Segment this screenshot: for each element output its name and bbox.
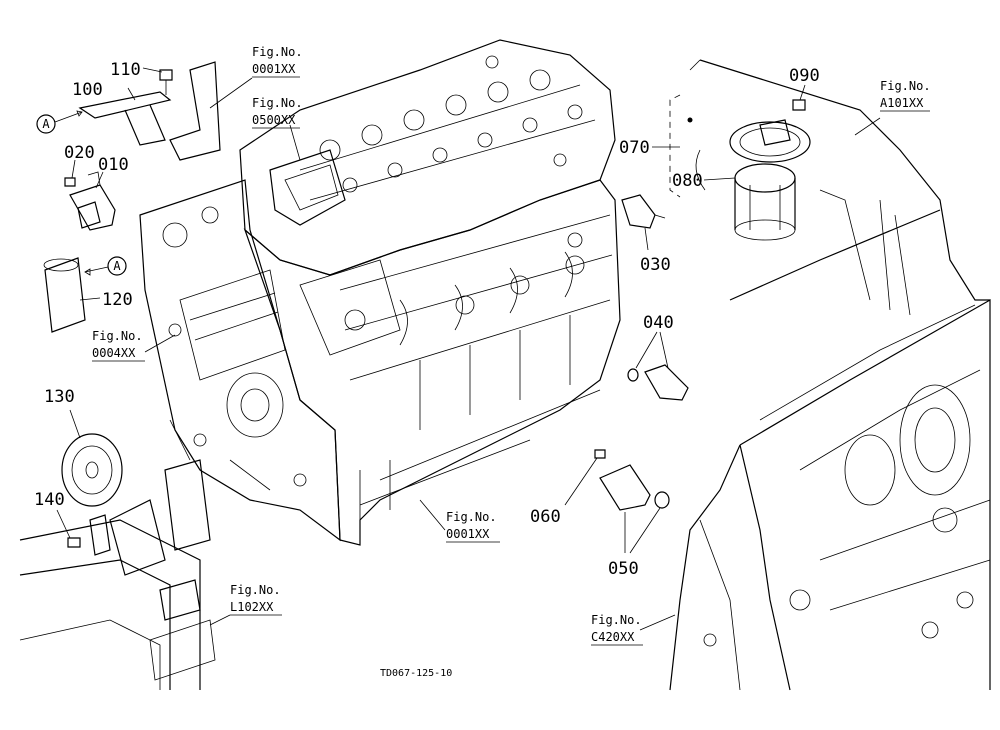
ref-c420-code: C420XX [591, 630, 635, 644]
ref-0500-label: Fig.No. [252, 96, 303, 110]
ref-0500-code: 0500XX [252, 113, 296, 127]
ref-0004: Fig.No. 0004XX [92, 329, 145, 362]
label-030: 030 [640, 255, 671, 275]
callout-a-top: A [36, 114, 56, 134]
label-050: 050 [608, 559, 639, 579]
label-040: 040 [643, 313, 674, 333]
ref-l102-code: L102XX [230, 600, 274, 614]
label-060: 060 [530, 507, 561, 527]
ref-0004-code: 0004XX [92, 346, 136, 360]
callout-a-lower: A [107, 256, 127, 276]
label-020: 020 [64, 143, 95, 163]
label-120: 120 [102, 290, 133, 310]
part-020-bolt [64, 177, 76, 187]
part-130-pulley [61, 433, 123, 507]
ref-0001-bottom: Fig.No. 0001XX [446, 510, 500, 543]
ref-0001-top: Fig.No. 0001XX [252, 45, 303, 78]
part-090-screw [792, 99, 806, 111]
part-140-bolt [67, 514, 111, 556]
ref-c420-label: Fig.No. [591, 613, 642, 627]
ref-a101: Fig.No. A101XX [880, 79, 931, 112]
ref-0004-label: Fig.No. [92, 329, 143, 343]
part-050-sensor [599, 464, 670, 511]
leader-lines [54, 67, 881, 631]
part-010-sensor [69, 171, 116, 231]
part-120-sleeve [43, 257, 86, 333]
part-040-sensor [627, 364, 689, 401]
transmission-case [669, 59, 991, 691]
label-070: 070 [619, 138, 650, 158]
part-060-bolt [594, 449, 606, 459]
part-030-sensor [621, 194, 666, 229]
ref-0001-bottom-code: 0001XX [446, 527, 490, 541]
label-080: 080 [672, 171, 703, 191]
upper-bracket [169, 61, 221, 161]
label-100: 100 [72, 80, 103, 100]
label-090: 090 [789, 66, 820, 86]
part-110-bolt [159, 69, 173, 95]
ref-0001-bottom-label: Fig.No. [446, 510, 497, 524]
label-110: 110 [110, 60, 141, 80]
callout-a-lower-text: A [113, 259, 121, 273]
ref-l102: Fig.No. L102XX [230, 583, 282, 616]
ref-c420: Fig.No. C420XX [591, 613, 643, 646]
ref-0001-top-label: Fig.No. [252, 45, 303, 59]
label-130: 130 [44, 387, 75, 407]
label-140: 140 [34, 490, 65, 510]
part-labels: 110 100 020 010 120 130 140 030 040 060 … [34, 60, 820, 579]
ref-l102-label: Fig.No. [230, 583, 281, 597]
drawing-code: TD067-125-10 [380, 668, 452, 679]
engine-block [139, 39, 621, 546]
callout-a-top-text: A [42, 117, 50, 131]
part-080-sender [695, 119, 811, 241]
ref-0001-top-code: 0001XX [252, 62, 296, 76]
label-010: 010 [98, 155, 129, 175]
frame-bracket [19, 459, 216, 690]
ref-a101-label: Fig.No. [880, 79, 931, 93]
ref-0500: Fig.No. 0500XX [252, 96, 303, 129]
ref-a101-code: A101XX [880, 96, 924, 110]
